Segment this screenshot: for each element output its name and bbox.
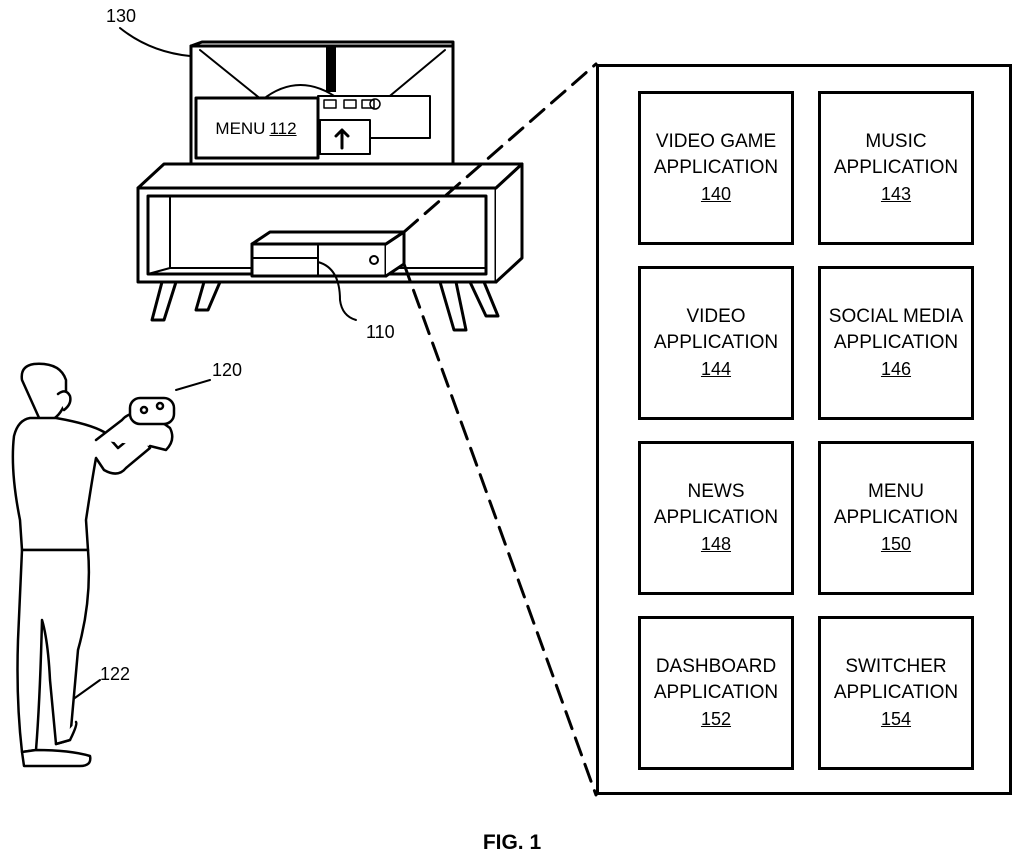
app-tile-video-game[interactable]: VIDEO GAME APPLICATION 140 — [638, 91, 794, 245]
app-tile-line2: APPLICATION — [834, 155, 958, 181]
app-tile-line1: NEWS — [688, 479, 745, 505]
ref-controller: 120 — [212, 360, 242, 381]
app-tile-line2: APPLICATION — [654, 330, 778, 356]
app-tile-line2: APPLICATION — [834, 505, 958, 531]
user-figure — [13, 364, 174, 766]
app-tile-line1: MENU — [868, 479, 924, 505]
app-tile-line1: VIDEO GAME — [656, 129, 776, 155]
ref-console: 110 — [366, 322, 395, 343]
app-tile-line2: APPLICATION — [654, 505, 778, 531]
app-tile-number: 144 — [701, 356, 731, 382]
app-tile-news[interactable]: NEWS APPLICATION 148 — [638, 441, 794, 595]
application-panel: VIDEO GAME APPLICATION 140 MUSIC APPLICA… — [596, 64, 1012, 795]
app-tile-number: 143 — [881, 181, 911, 207]
ref-user: 122 — [100, 664, 130, 685]
app-tile-line1: SOCIAL MEDIA — [829, 304, 963, 330]
app-tile-number: 146 — [881, 356, 911, 382]
app-tile-video[interactable]: VIDEO APPLICATION 144 — [638, 266, 794, 420]
app-tile-menu[interactable]: MENU APPLICATION 150 — [818, 441, 974, 595]
app-tile-number: 154 — [881, 706, 911, 732]
app-tile-social-media[interactable]: SOCIAL MEDIA APPLICATION 146 — [818, 266, 974, 420]
game-console — [252, 232, 404, 276]
figure-label: FIG. 1 — [0, 831, 1024, 855]
leader-130 — [120, 28, 190, 56]
app-tile-line2: APPLICATION — [834, 330, 958, 356]
tv-menu-label: MENU 112 — [196, 115, 316, 143]
app-tile-line2: APPLICATION — [654, 155, 778, 181]
app-tile-music[interactable]: MUSIC APPLICATION 143 — [818, 91, 974, 245]
app-tile-line1: SWITCHER — [845, 654, 946, 680]
app-tile-number: 150 — [881, 531, 911, 557]
leader-120 — [176, 380, 210, 390]
ref-tv: 130 — [106, 6, 136, 27]
app-tile-line1: MUSIC — [865, 129, 926, 155]
app-tile-number: 140 — [701, 181, 731, 207]
app-tile-number: 152 — [701, 706, 731, 732]
tv-screen — [191, 42, 453, 164]
app-tile-line1: VIDEO — [686, 304, 745, 330]
callout-line-bottom — [404, 264, 596, 795]
app-tile-line2: APPLICATION — [654, 680, 778, 706]
app-tile-switcher[interactable]: SWITCHER APPLICATION 154 — [818, 616, 974, 770]
app-tile-line1: DASHBOARD — [656, 654, 776, 680]
app-tile-line2: APPLICATION — [834, 680, 958, 706]
tv-menu-text: MENU — [215, 119, 265, 139]
app-tile-number: 148 — [701, 531, 731, 557]
app-tile-dashboard[interactable]: DASHBOARD APPLICATION 152 — [638, 616, 794, 770]
tv-menu-number: 112 — [269, 119, 296, 139]
